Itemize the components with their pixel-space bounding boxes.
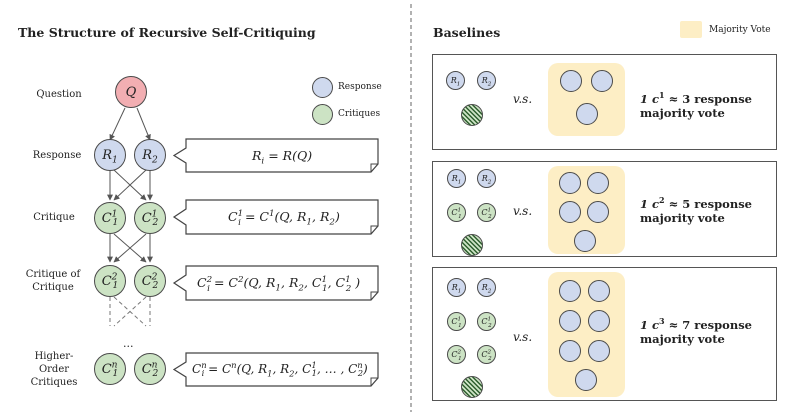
p3-vote-circle-7	[575, 369, 597, 391]
p3-response-2-label: R2	[481, 283, 492, 295]
p2-critique-1: C11	[447, 203, 466, 222]
p1-response-1: R1	[446, 71, 465, 90]
critiquen-node-2: Cn2	[134, 353, 166, 385]
p1-majority-vote-box	[548, 63, 625, 136]
left-title: The Structure of Recursive Self-Critiqui…	[18, 25, 316, 40]
critique2-node-1-label: C21	[101, 272, 119, 292]
row-label-question: Question	[36, 89, 82, 100]
response-node-1: R1	[94, 139, 126, 171]
row-label-ho-line2: Order	[38, 364, 70, 375]
p3-vote-circle-2	[588, 280, 610, 302]
legend-critiques-swatch	[312, 104, 333, 125]
critique2-node-2-label: C22	[141, 272, 159, 292]
p3-response-1: R1	[447, 278, 466, 297]
formula-critique-of-critique: C2i = C2(Q, R1, R2, C11, C12 )	[197, 274, 361, 294]
p1-hatched-circle-icon	[461, 104, 483, 126]
row-label-ho-line3: Critiques	[30, 377, 78, 388]
p1-response-2-label: R2	[481, 76, 492, 88]
critiquen-node-1: Cn1	[94, 353, 126, 385]
p2-note-line2: majority vote	[640, 211, 725, 225]
row-label-critique: Critique	[33, 212, 75, 223]
question-node-label: Q	[125, 84, 137, 100]
p3-note-line2: majority vote	[640, 332, 725, 346]
p3-note-line1: 1 c3 ≈ 7 response	[640, 316, 752, 332]
p3-vote-circle-3	[559, 310, 581, 332]
p3-vote-circle-1	[559, 280, 581, 302]
p2-response-1-label: R1	[451, 174, 462, 186]
p1-vote-circle-2	[591, 70, 613, 92]
ellipsis: ...	[123, 337, 134, 350]
response-node-2-label: R2	[142, 147, 158, 166]
legend-majority-swatch	[680, 21, 702, 38]
critique-node-1-label: C11	[101, 209, 119, 229]
p1-response-2: R2	[477, 71, 496, 90]
formula-critique: C1i = C1(Q, R1, R2)	[228, 208, 340, 228]
p3-note: 1 c3 ≈ 7 response majority vote	[640, 316, 752, 346]
p3-response-1-label: R1	[451, 283, 462, 295]
legend-response-label: Response	[338, 82, 382, 92]
p1-vs: v.s.	[513, 92, 533, 106]
p2-critique-2-label: C12	[481, 207, 492, 220]
p1-vote-circle-1	[560, 70, 582, 92]
p3-critique-1-label: C11	[451, 316, 462, 329]
critique2-node-1: C21	[94, 265, 126, 297]
p1-note: 1 c1 ≈ 3 response majority vote	[640, 90, 752, 120]
p3-vote-circle-4	[588, 310, 610, 332]
question-node: Q	[115, 76, 147, 108]
response-node-2: R2	[134, 139, 166, 171]
row-label-critique-of-critique: Critique of Critique	[18, 268, 88, 294]
legend-critiques-label: Critiques	[338, 109, 381, 119]
formula-response: Ri = R(Q)	[252, 148, 313, 167]
p3-vote-circle-6	[588, 340, 610, 362]
p3-critique2-2-label: C22	[481, 349, 492, 362]
critique-node-1: C11	[94, 202, 126, 234]
critique-node-2-label: C12	[141, 209, 159, 229]
p3-vote-circle-5	[559, 340, 581, 362]
response-node-1-label: R1	[102, 147, 118, 166]
p2-critique-1-label: C11	[451, 207, 462, 220]
p2-vote-circle-4	[587, 201, 609, 223]
p2-response-2: R2	[477, 169, 496, 188]
legend-majority-label: Majority Vote	[709, 25, 771, 35]
p2-note: 1 c2 ≈ 5 response majority vote	[640, 195, 752, 225]
p3-vs: v.s.	[513, 330, 533, 344]
p3-hatched-circle-icon	[461, 376, 483, 398]
p3-response-2: R2	[477, 278, 496, 297]
p1-note-line2: majority vote	[640, 106, 725, 120]
p2-vs: v.s.	[513, 204, 533, 218]
p2-vote-circle-2	[587, 172, 609, 194]
p3-critique-1: C11	[447, 312, 466, 331]
p2-hatched-circle-icon	[461, 234, 483, 256]
right-title: Baselines	[433, 25, 501, 40]
formula-higher-order: Cni = Cn(Q, R1, R2, C11, … , Cn2)	[192, 360, 368, 379]
row-label-ho-line1: Higher-	[34, 351, 74, 362]
critique-node-2: C12	[134, 202, 166, 234]
p2-vote-circle-5	[574, 230, 596, 252]
p2-response-2-label: R2	[481, 174, 492, 186]
row-label-cc-line1: Critique of	[25, 269, 81, 280]
p1-vote-circle-3	[576, 103, 598, 125]
p2-note-line1: 1 c2 ≈ 5 response	[640, 195, 752, 211]
p2-vote-circle-1	[559, 172, 581, 194]
p3-critique-2: C12	[477, 312, 496, 331]
p3-critique2-1: C21	[447, 345, 466, 364]
p2-critique-2: C12	[477, 203, 496, 222]
legend-response-swatch	[312, 77, 333, 98]
p3-critique2-1-label: C21	[451, 349, 462, 362]
row-label-higher-order: Higher- Order Critiques	[19, 350, 89, 389]
p1-note-line1: 1 c1 ≈ 3 response	[640, 90, 752, 106]
critique2-node-2: C22	[134, 265, 166, 297]
critiquen-node-2-label: Cn2	[141, 360, 159, 380]
p2-response-1: R1	[447, 169, 466, 188]
p2-vote-circle-3	[559, 201, 581, 223]
p3-critique2-2: C22	[477, 345, 496, 364]
row-label-response: Response	[32, 150, 82, 161]
p3-critique-2-label: C12	[481, 316, 492, 329]
p1-response-1-label: R1	[450, 76, 461, 88]
critiquen-node-1-label: Cn1	[101, 360, 119, 380]
row-label-cc-line2: Critique	[32, 282, 74, 293]
